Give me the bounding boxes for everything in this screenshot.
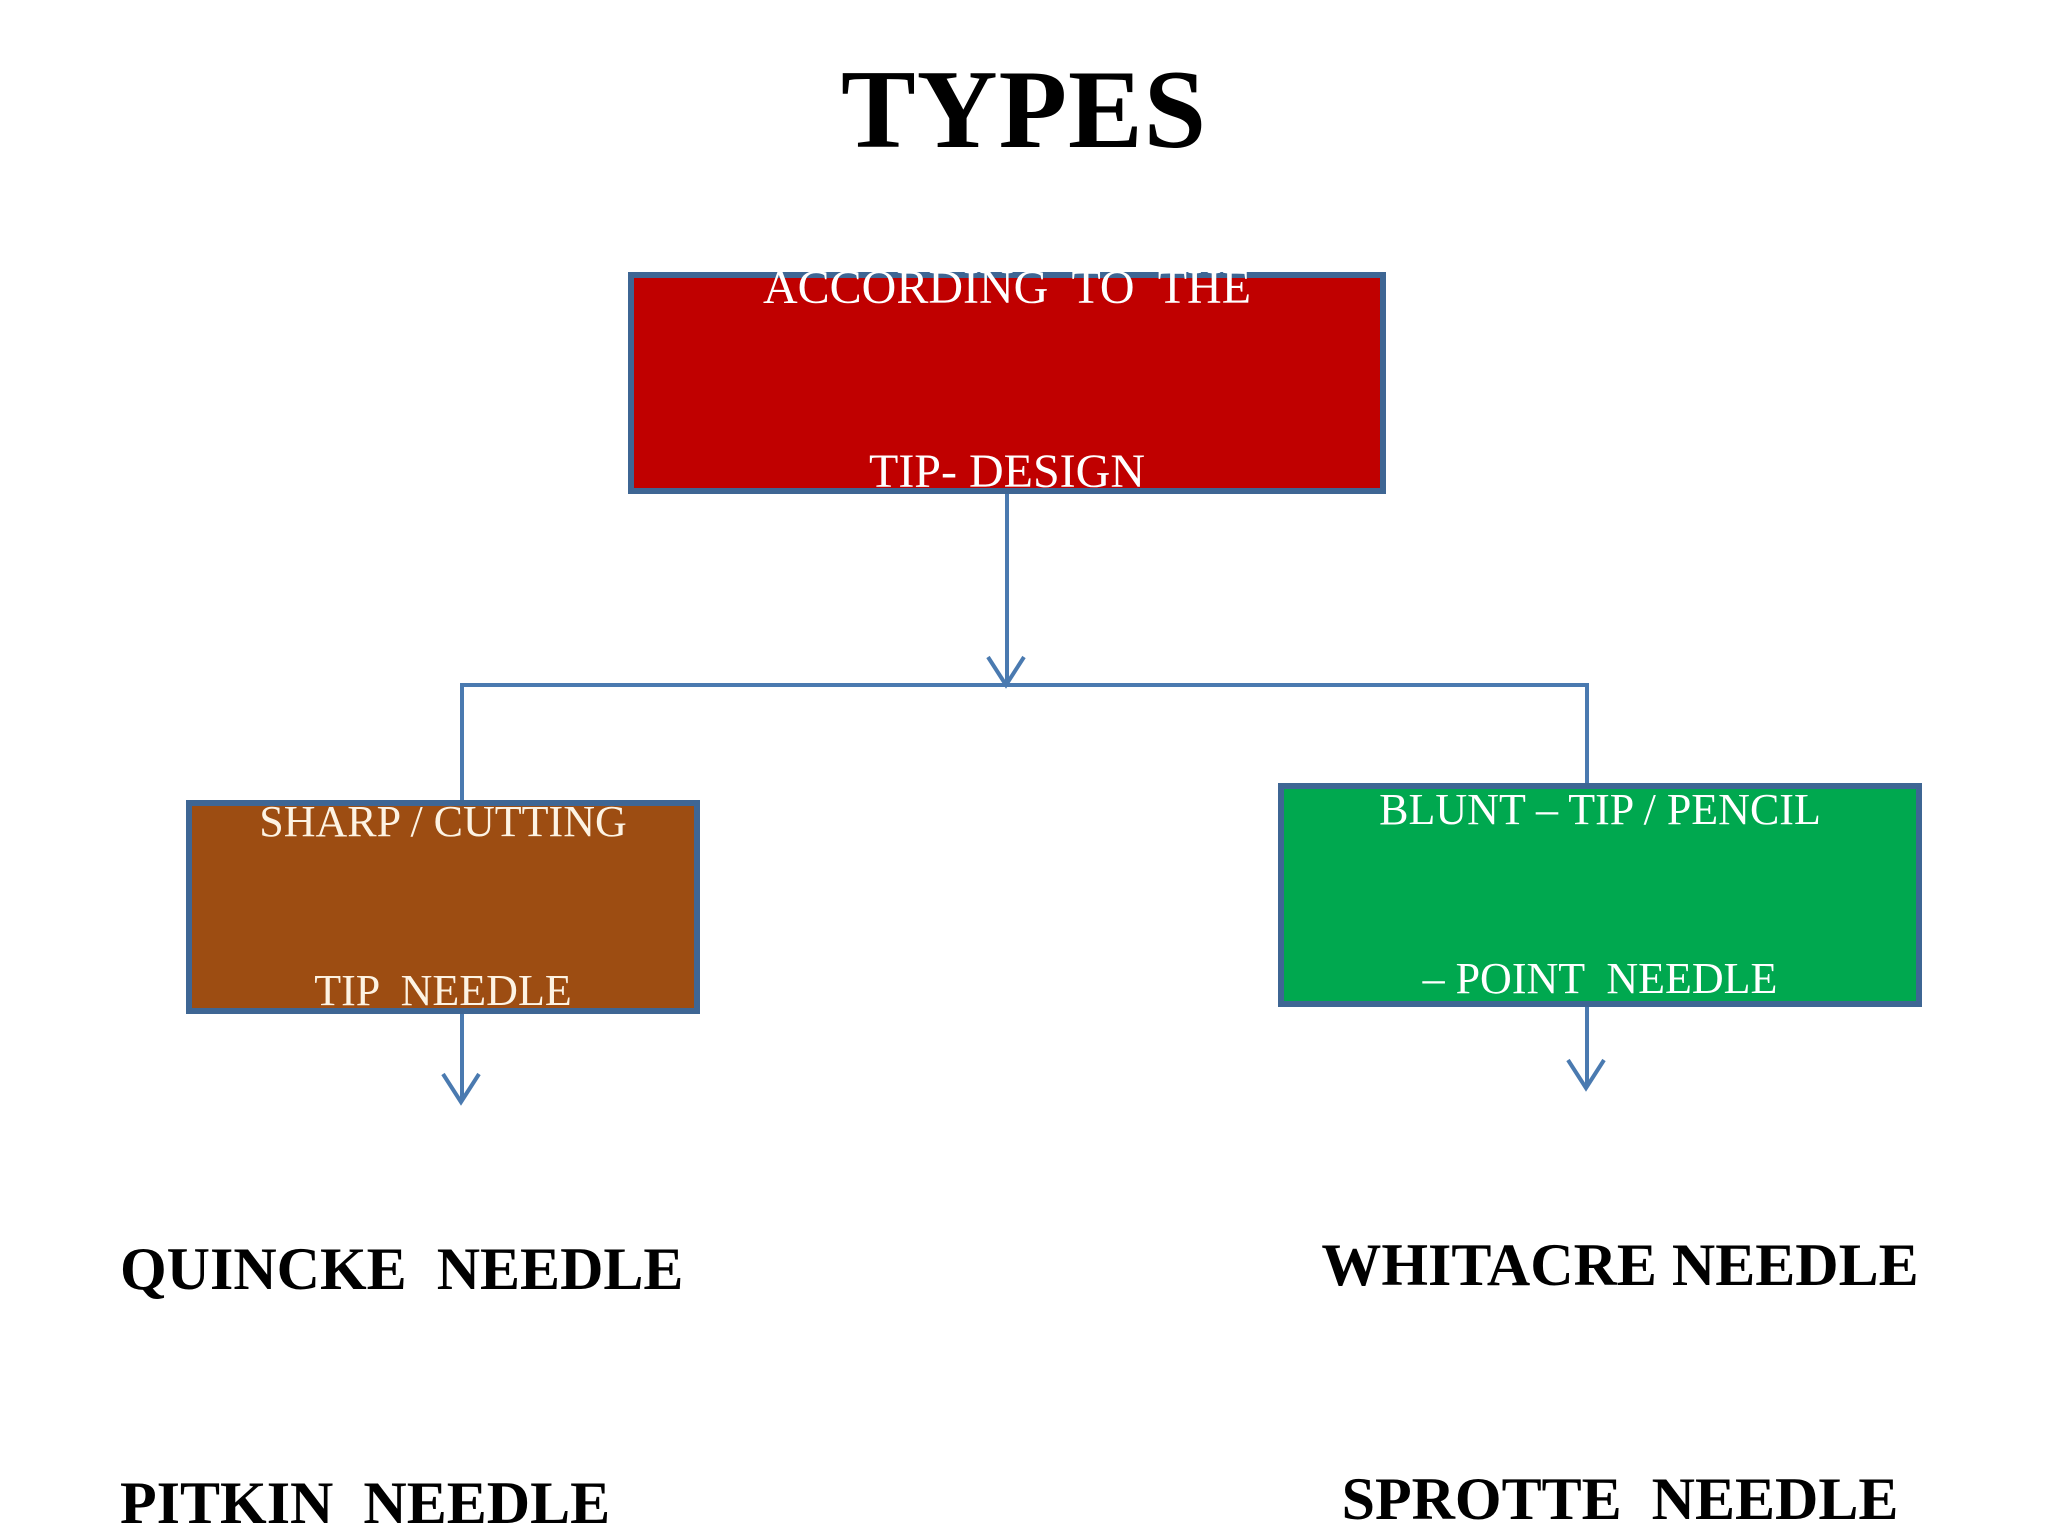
leaf-item: WHITACRE NEEDLE bbox=[1321, 1231, 1919, 1298]
page-title: TYPES bbox=[841, 48, 1207, 172]
leaf-item: SPROTTE NEEDLE bbox=[1341, 1465, 1899, 1532]
arrowhead-down-icon-blunt bbox=[1564, 1058, 1608, 1092]
node-sharp-line-1: SHARP / CUTTING bbox=[259, 797, 627, 847]
node-root-line-2: TIP- DESIGN bbox=[869, 445, 1145, 499]
connector-blunt-to-leaves bbox=[1585, 1002, 1589, 1086]
connector-sharp-to-leaves bbox=[460, 1008, 464, 1100]
connector-left-branch-drop bbox=[460, 683, 464, 803]
leaf-item: PITKIN NEEDLE bbox=[120, 1469, 611, 1536]
node-sharp-line-2: TIP NEEDLE bbox=[314, 966, 572, 1016]
arrowhead-down-icon-root bbox=[984, 655, 1028, 689]
arrowhead-down-icon-sharp bbox=[439, 1072, 483, 1106]
connector-right-branch-drop bbox=[1585, 683, 1589, 786]
connector-split-bar bbox=[460, 683, 1589, 687]
node-blunt-line-2: – POINT NEEDLE bbox=[1422, 954, 1778, 1004]
connector-root-stem bbox=[1005, 492, 1009, 685]
node-root-line-1: ACCORDING TO THE bbox=[762, 261, 1252, 315]
leaf-list-blunt-pencil-point: WHITACRE NEEDLE SPROTTE NEEDLE GREENE NE… bbox=[1240, 1088, 2000, 1536]
node-according-to-tip-design[interactable]: ACCORDING TO THE TIP- DESIGN bbox=[628, 261, 1386, 498]
node-blunt-tip-pencil-point-needle[interactable]: BLUNT – TIP / PENCIL – POINT NEEDLE bbox=[1278, 783, 1922, 1007]
leaf-item: QUINCKE NEEDLE bbox=[120, 1235, 684, 1302]
node-blunt-line-1: BLUNT – TIP / PENCIL bbox=[1379, 785, 1821, 835]
node-sharp-cutting-tip-needle[interactable]: SHARP / CUTTING TIP NEEDLE bbox=[186, 797, 700, 1015]
leaf-list-sharp-cutting: QUINCKE NEEDLE PITKIN NEEDLE bbox=[120, 1092, 860, 1536]
